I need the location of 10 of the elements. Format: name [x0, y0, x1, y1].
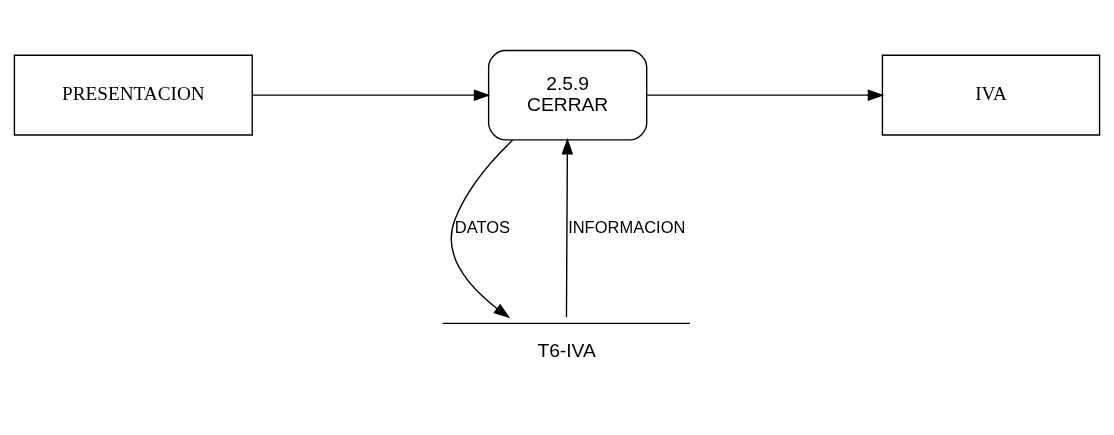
arrow — [251, 89, 491, 101]
arrow — [450, 139, 514, 319]
node-box: PRESENTACION — [13, 54, 253, 136]
node-box: 2.5.9 CERRAR — [487, 49, 648, 141]
node-text: T6-IVA — [537, 339, 596, 361]
edge-label: INFORMACION — [568, 217, 686, 236]
arrow — [646, 89, 885, 101]
node-box: IVA — [881, 54, 1101, 136]
edge-label: DATOS — [454, 217, 511, 236]
arrow — [561, 137, 574, 318]
